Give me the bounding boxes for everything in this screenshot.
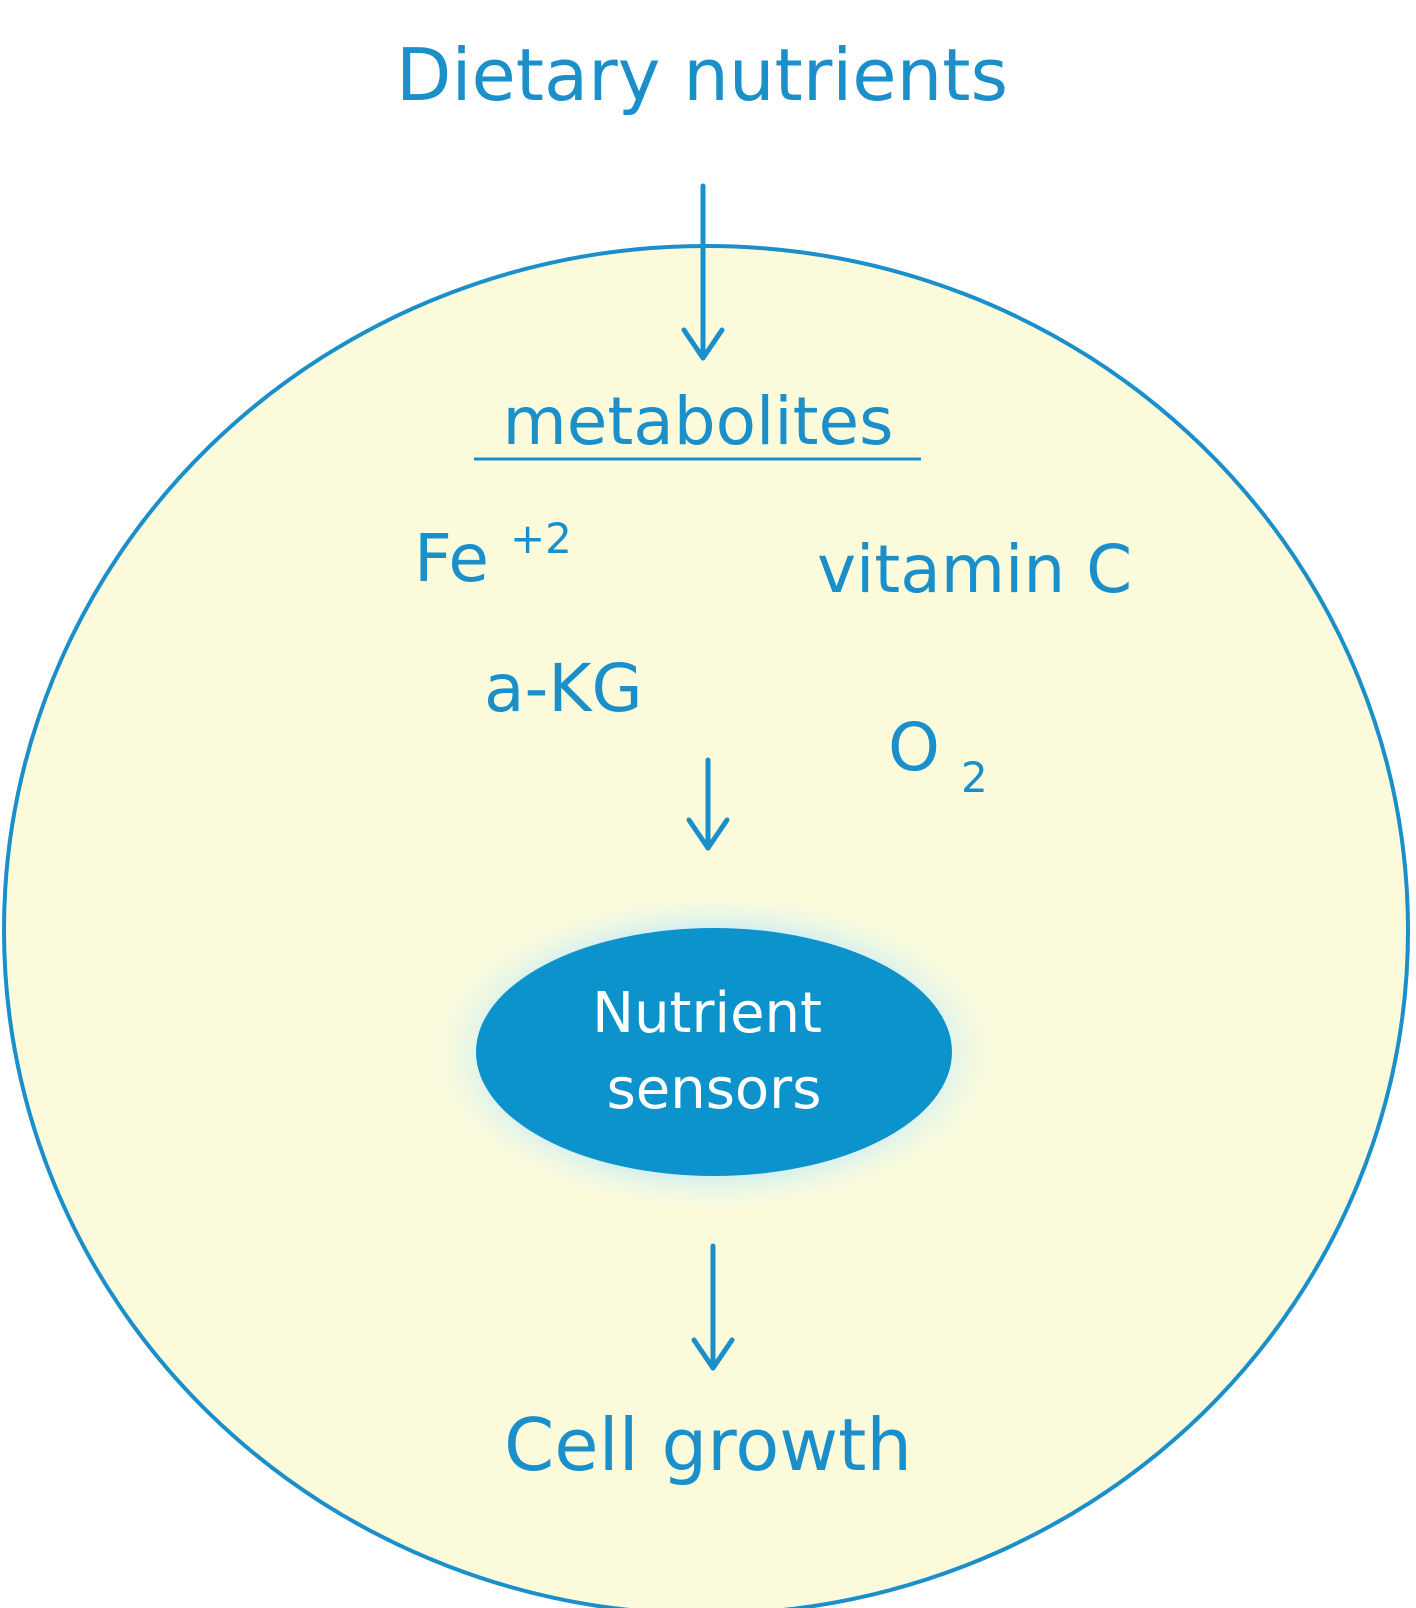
alpha-kg-label: a-KG <box>484 650 643 727</box>
nutrient-sensors-label: Nutrient sensors <box>592 981 840 1122</box>
cell-growth-label: Cell growth <box>504 1403 912 1487</box>
nutrient-sensors-node <box>476 928 952 1176</box>
dietary-nutrients-label: Dietary nutrients <box>396 33 1008 117</box>
arrow-sensors-to-growth <box>691 1243 735 1371</box>
vitamin-c-label: vitamin C <box>817 531 1132 608</box>
arrow-metabolites-to-sensors <box>686 757 730 851</box>
metabolites-heading: metabolites <box>502 383 893 460</box>
iron-label: Fe +2 <box>414 514 572 597</box>
arrow-nutrients-to-metabolites <box>681 183 725 361</box>
oxygen-label: O 2 <box>888 709 988 802</box>
